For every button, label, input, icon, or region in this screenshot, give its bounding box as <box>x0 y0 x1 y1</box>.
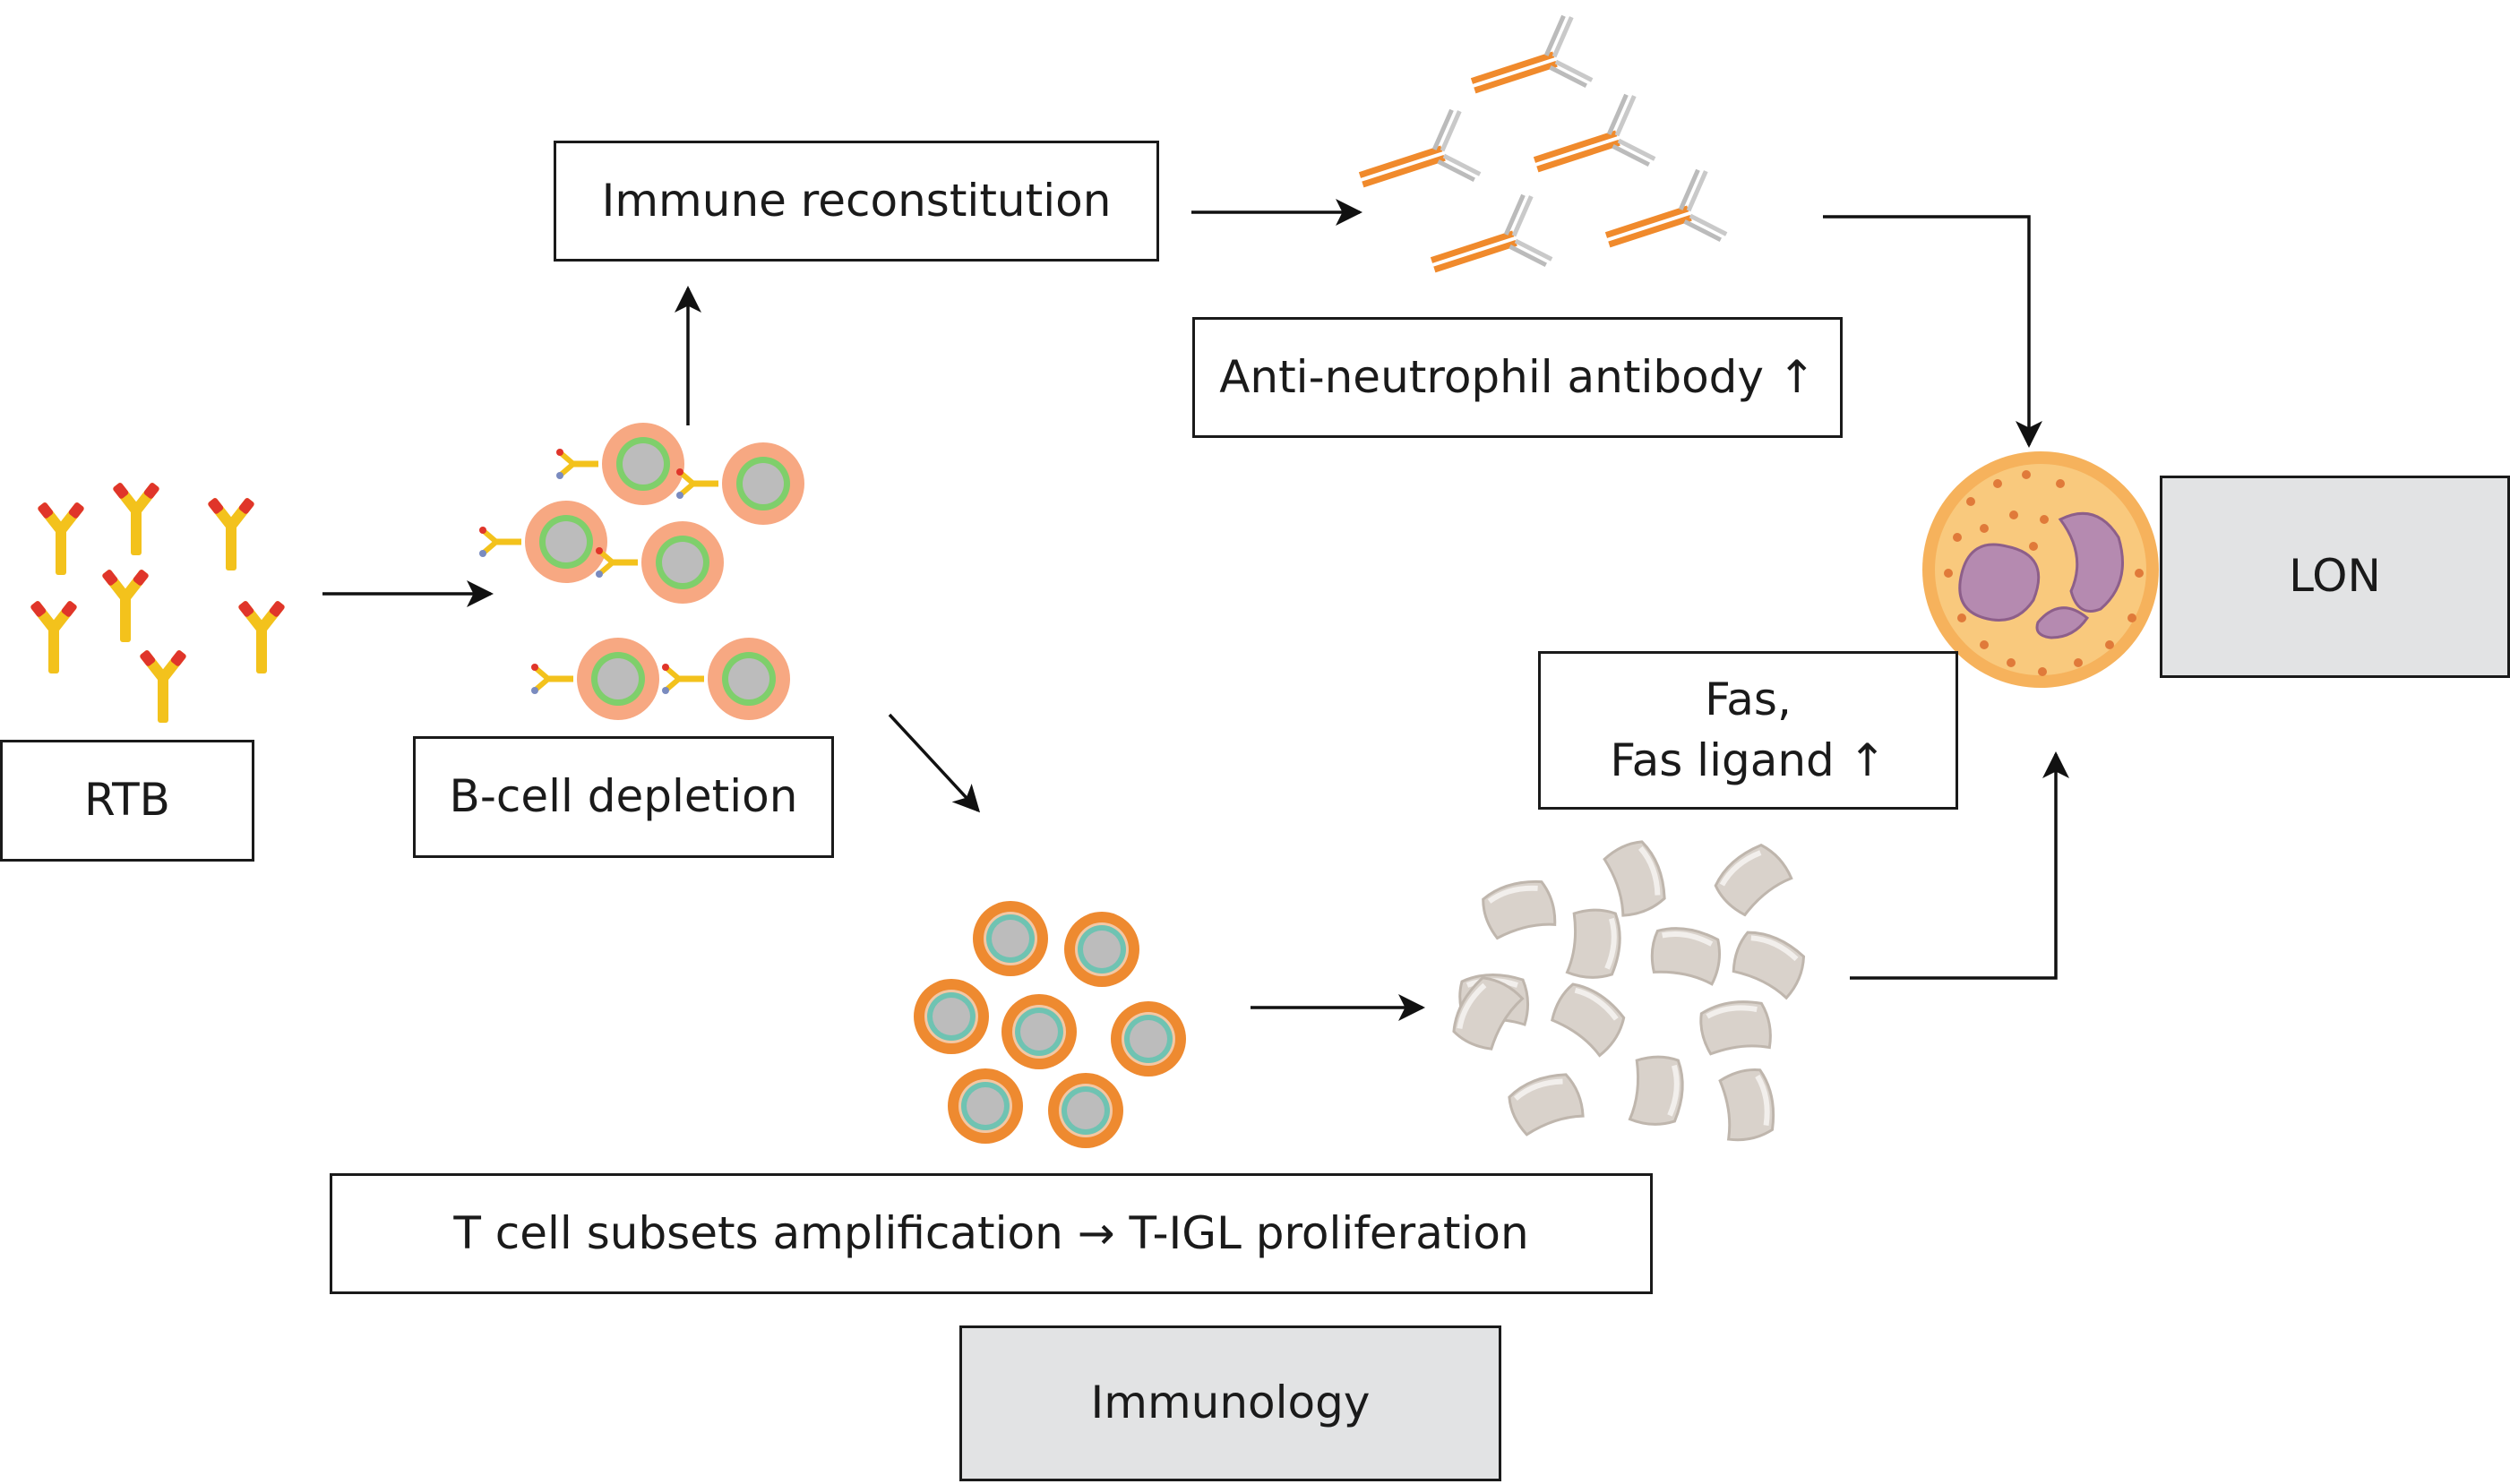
t-cell-label: T cell subsets amplification → T-IGL pro… <box>453 1206 1529 1259</box>
b-cell-icon <box>479 501 607 583</box>
t-cell-icon <box>914 979 989 1054</box>
antibody-icon <box>1349 107 1481 213</box>
immune-reconstitution-label: Immune reconstitution <box>601 174 1112 227</box>
t-cell-box: T cell subsets amplification → T-IGL pro… <box>330 1173 1653 1294</box>
b-cell-depletion-box: B-cell depletion <box>413 736 834 858</box>
lon-label: LON <box>2289 550 2381 603</box>
apoptotic-fragment-icon <box>1698 998 1773 1057</box>
apoptotic-fragment-icon <box>1601 837 1671 918</box>
antibody-icon <box>1524 92 1655 198</box>
antibody-icon <box>1421 193 1552 298</box>
lon-box: LON <box>2160 476 2510 678</box>
antibody-icon <box>112 481 160 555</box>
immune-reconstitution-box: Immune reconstitution <box>554 141 1159 262</box>
b-cell-icon-group <box>479 423 804 720</box>
antibody-icon <box>30 599 78 673</box>
antibody-icon <box>237 599 286 673</box>
neutrophil-icon <box>1922 451 2159 688</box>
t-cell-icon <box>1048 1073 1123 1148</box>
fas-ligand-label: Fas, Fas ligand ↑ <box>1610 673 1887 786</box>
apoptotic-fragment-icon <box>1480 876 1559 941</box>
apoptotic-fragment-icon-group <box>1447 837 1810 1142</box>
arrow-icon <box>888 713 981 813</box>
b-cell-icon <box>531 638 659 720</box>
b-cell-icon <box>596 521 724 604</box>
rtb-antibody-icon-group <box>30 481 286 723</box>
b-cell-icon <box>662 638 790 720</box>
t-cell-icon-group <box>914 901 1186 1148</box>
anti-neutrophil-antibody-box: Anti-neutrophil antibody ↑ <box>1192 317 1843 438</box>
rtb-label: RTB <box>84 774 170 827</box>
anti-neutrophil-antibody-label: Anti-neutrophil antibody ↑ <box>1219 350 1816 403</box>
arrow-icon <box>1850 751 2069 980</box>
apoptotic-fragment-icon <box>1717 1067 1778 1142</box>
t-cell-icon <box>1064 912 1139 987</box>
immunology-box: Immunology <box>959 1325 1501 1481</box>
apoptotic-fragment-icon <box>1567 908 1622 980</box>
antibody-icon <box>139 648 187 723</box>
antibody-icon <box>1461 13 1593 119</box>
apoptotic-fragment-icon <box>1710 838 1794 920</box>
rtb-box: RTB <box>0 740 254 862</box>
t-cell-icon <box>948 1068 1023 1144</box>
anti-neutrophil-antibody-icon-group <box>1349 13 1727 298</box>
t-cell-icon <box>1111 1001 1186 1077</box>
b-cell-icon <box>556 423 684 505</box>
apoptotic-fragment-icon <box>1505 1068 1586 1138</box>
antibody-icon <box>207 496 255 570</box>
antibody-icon <box>1595 167 1727 273</box>
t-cell-icon <box>973 901 1048 976</box>
fas-ligand-box: Fas, Fas ligand ↑ <box>1538 651 1958 810</box>
arrow-icon <box>1823 215 2042 448</box>
immunology-label: Immunology <box>1090 1377 1371 1429</box>
apoptotic-fragment-icon <box>1629 1055 1685 1127</box>
b-cell-depletion-label: B-cell depletion <box>449 770 798 823</box>
apoptotic-fragment-icon <box>1648 924 1723 985</box>
antibody-icon <box>37 501 85 575</box>
antibody-icon <box>101 568 150 642</box>
arrow-icon-group <box>322 199 2069 1021</box>
t-cell-icon <box>1001 994 1077 1069</box>
apoptotic-fragment-icon <box>1546 978 1630 1058</box>
b-cell-icon <box>676 442 804 525</box>
apoptotic-fragment-icon <box>1728 925 1810 999</box>
